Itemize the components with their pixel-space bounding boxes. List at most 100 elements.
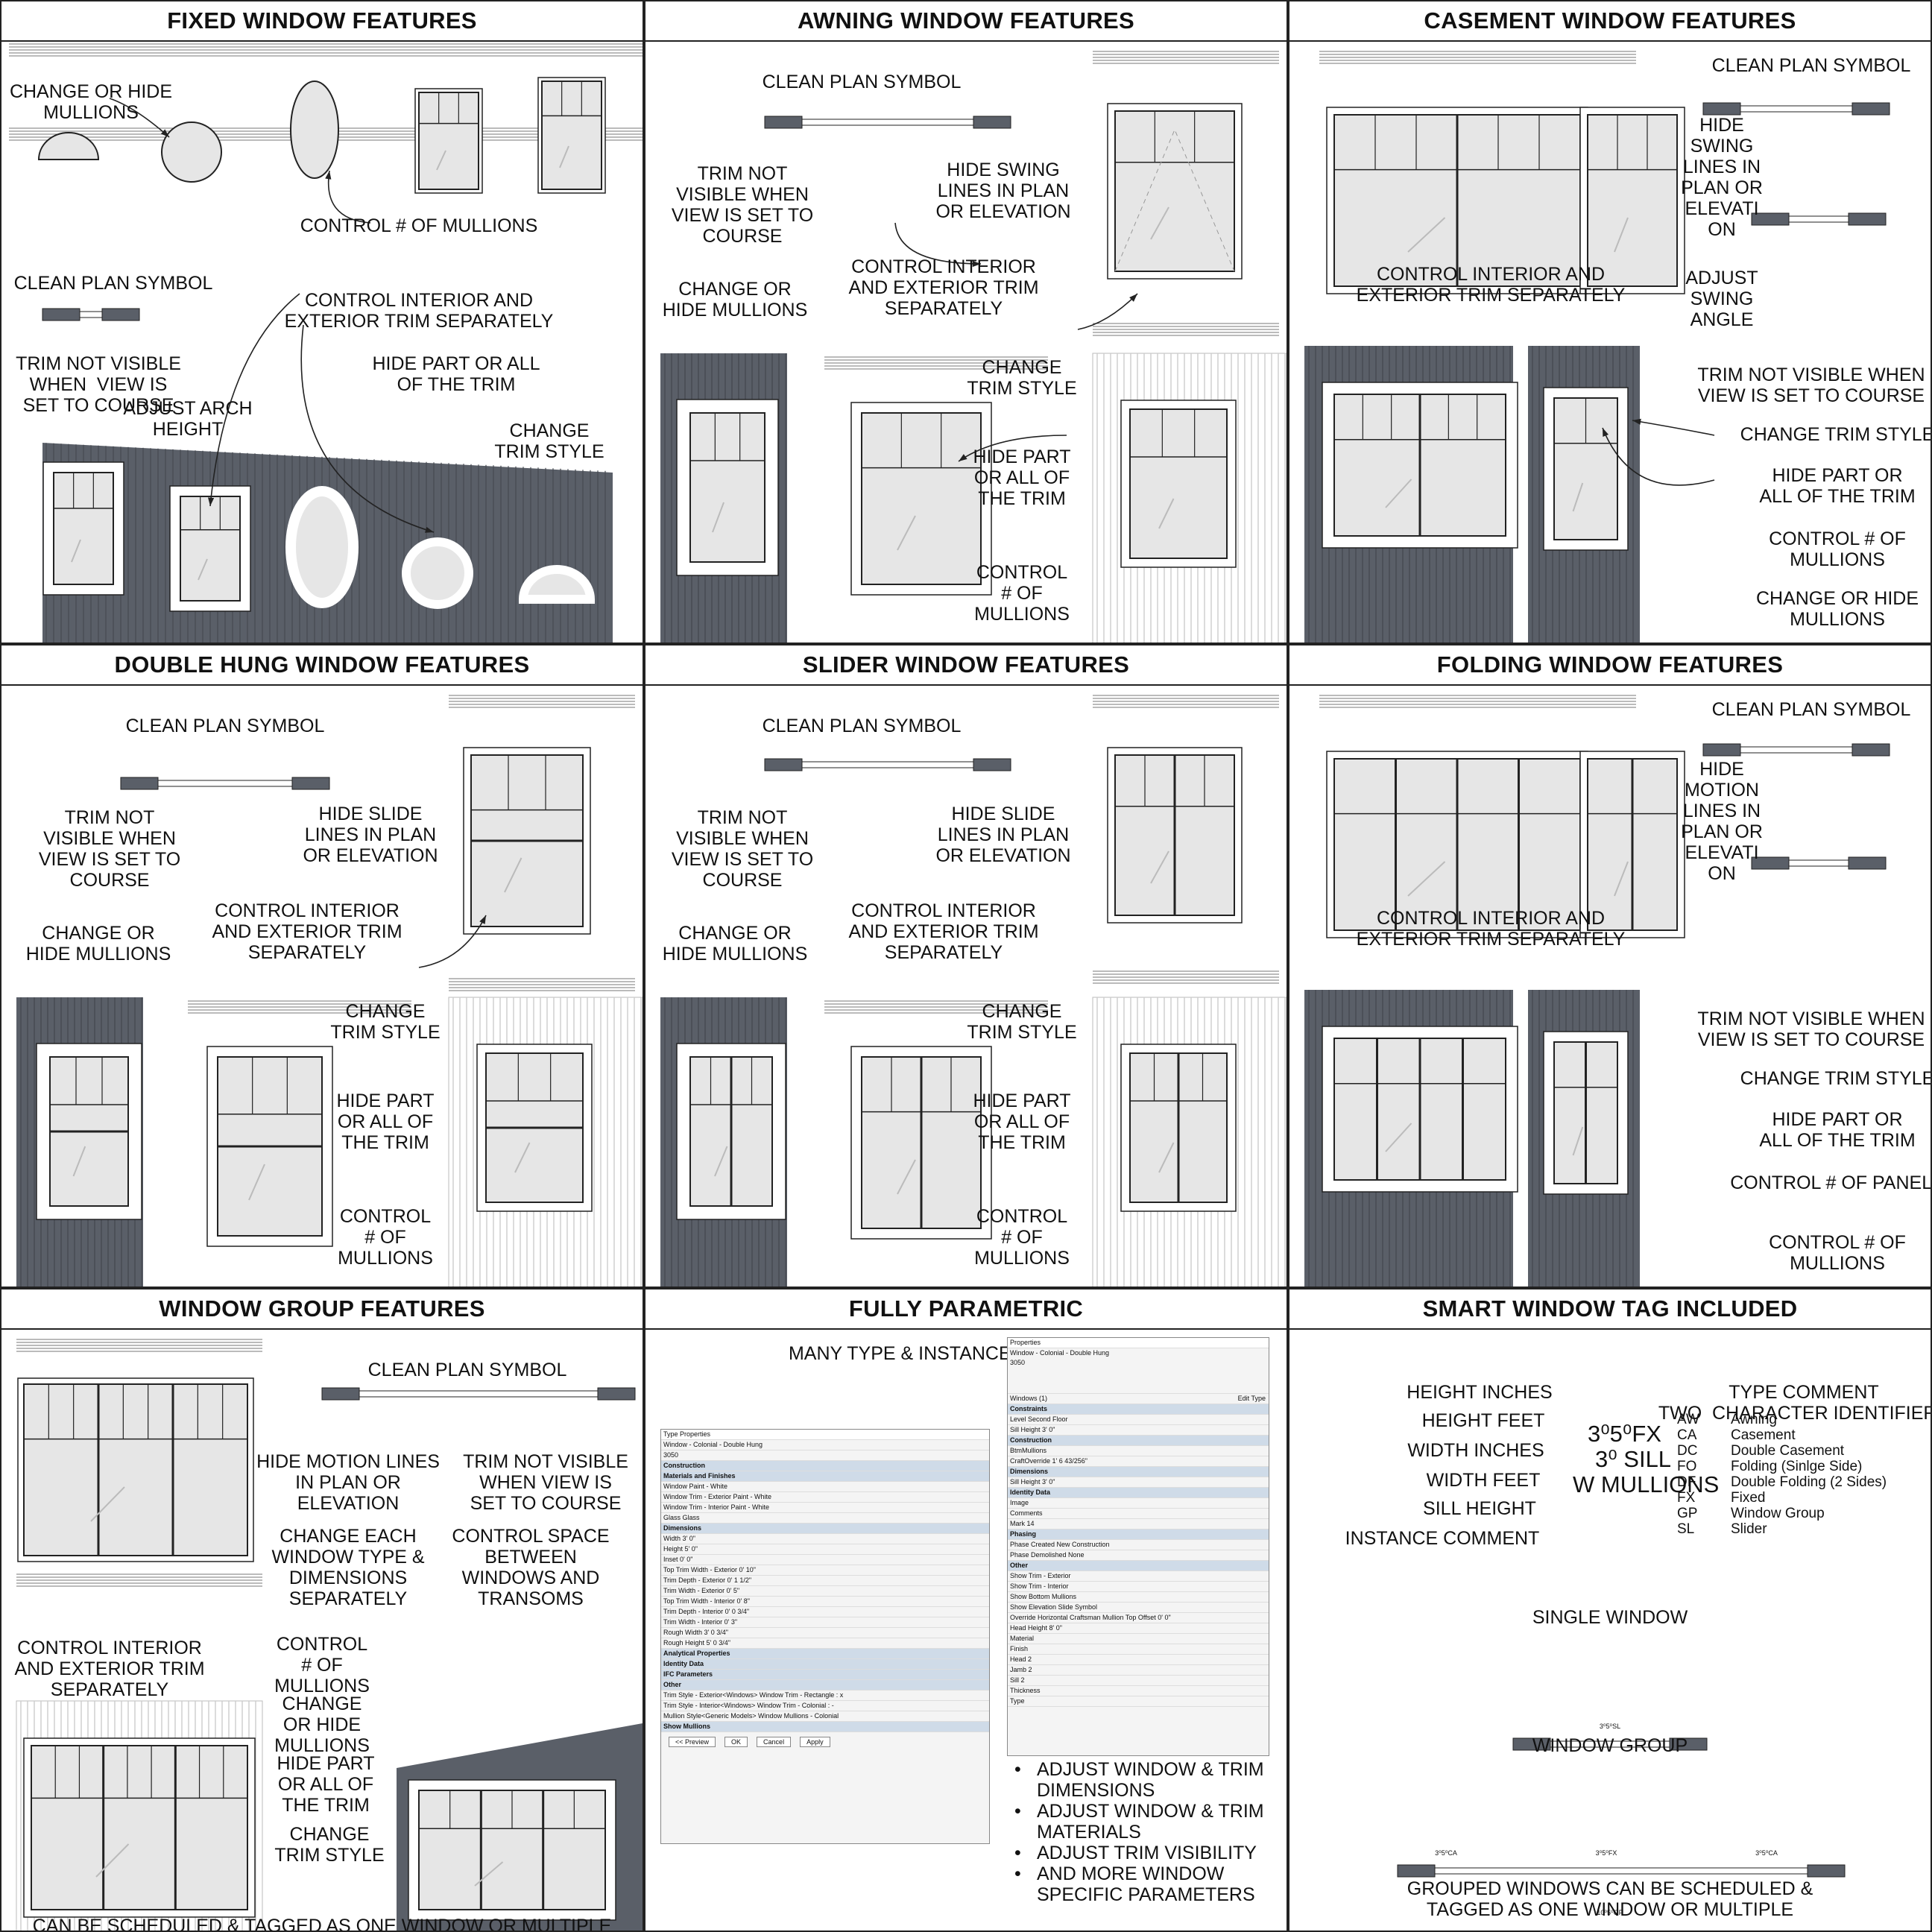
type-selector[interactable]: Window - Colonial - Double Hung 3050 — [1008, 1348, 1269, 1394]
callout-label: TRIM NOT VISIBLE WHEN VIEW IS SET TO COU… — [671, 163, 814, 247]
bullet-text: ADJUST WINDOW & TRIM DIMENSIONS — [1037, 1759, 1264, 1801]
param-row[interactable]: Inset 0' 0" — [661, 1555, 989, 1565]
callout-label: CLEAN PLAN SYMBOL — [1711, 55, 1911, 76]
panel-drawing — [16, 695, 643, 1287]
bullet-dot: • — [1014, 1863, 1021, 1884]
group-window-wall — [408, 1779, 616, 1921]
param-row[interactable]: Construction — [661, 1461, 989, 1471]
bullet-item: •AND MORE WINDOW SPECIFIC PARAMETERS — [1014, 1863, 1264, 1905]
leader-arrow — [300, 324, 435, 533]
leader-arrow — [894, 222, 982, 268]
dialog-button[interactable]: << Preview — [669, 1737, 716, 1747]
property-row[interactable]: Show Trim - Interior — [1008, 1582, 1269, 1592]
group-window-elev — [17, 1377, 254, 1562]
callout-label: HIDE SWING LINES IN PLAN OR ELEVATION — [935, 160, 1071, 222]
plan-symbol-1 — [1702, 743, 1890, 757]
param-row[interactable]: Window Trim - Exterior Paint - White — [661, 1492, 989, 1503]
property-row[interactable]: Finish — [1008, 1644, 1269, 1655]
callout-label: CONTROL # OF MULLIONS — [274, 1634, 370, 1696]
tag-line: W MULLIONS — [1573, 1471, 1720, 1497]
callout-label: CHANGE TRIM STYLE — [1740, 1068, 1932, 1089]
fixed-window-wall — [42, 461, 124, 596]
property-row[interactable]: Dimensions — [1008, 1467, 1269, 1477]
property-row[interactable]: Override Horizontal Craftsman Mullion To… — [1008, 1613, 1269, 1623]
property-row[interactable]: Other — [1008, 1561, 1269, 1571]
param-row[interactable]: Top Trim Width - Exterior 0' 10" — [661, 1565, 989, 1576]
param-row[interactable]: Trim Style - Interior<Windows> Window Tr… — [661, 1701, 989, 1711]
property-row[interactable]: Phase Demolished None — [1008, 1550, 1269, 1561]
property-row[interactable]: Construction — [1008, 1436, 1269, 1446]
awning-window-trim — [850, 402, 992, 596]
param-row[interactable]: Trim Depth - Exterior 0' 1 1/2" — [661, 1576, 989, 1586]
param-row[interactable]: Dimensions — [661, 1524, 989, 1534]
property-row[interactable]: Comments — [1008, 1509, 1269, 1519]
half-round-window — [37, 132, 100, 160]
param-row[interactable]: Height 5' 0" — [661, 1544, 989, 1555]
property-row[interactable]: Phase Created New Construction — [1008, 1540, 1269, 1550]
dialog-button[interactable]: OK — [724, 1737, 748, 1747]
param-row[interactable]: Analytical Properties — [661, 1649, 989, 1659]
panel-title: FULLY PARAMETRIC — [645, 1289, 1287, 1330]
plan-symbol-2 — [1751, 212, 1887, 226]
property-row[interactable]: Material — [1008, 1634, 1269, 1644]
callout-label: HIDE MOTION LINES IN PLAN OR ELEVATI ON — [1681, 759, 1763, 884]
param-row[interactable]: Rough Height 5' 0 3/4" — [661, 1638, 989, 1649]
param-row[interactable]: IFC Parameters — [661, 1670, 989, 1680]
param-row[interactable]: Window Trim - Interior Paint - White — [661, 1503, 989, 1513]
param-row[interactable]: Materials and Finishes — [661, 1471, 989, 1482]
property-row[interactable]: Show Trim - Exterior — [1008, 1571, 1269, 1582]
property-row[interactable]: Show Elevation Slide Symbol — [1008, 1603, 1269, 1613]
property-row[interactable]: Jamb 2 — [1008, 1665, 1269, 1676]
instance-filter[interactable]: Windows (1)Edit Type — [1008, 1394, 1269, 1404]
param-row[interactable]: Top Trim Width - Interior 0' 8" — [661, 1597, 989, 1607]
dialog-button[interactable]: Cancel — [757, 1737, 792, 1747]
family-field[interactable]: Window - Colonial - Double Hung — [661, 1440, 989, 1450]
property-row[interactable]: Mark 14 — [1008, 1519, 1269, 1530]
leader-arrow — [325, 170, 371, 224]
type-code: GP — [1677, 1506, 1698, 1521]
property-row[interactable]: Sill Height 3' 0" — [1008, 1477, 1269, 1488]
property-row[interactable]: Image — [1008, 1498, 1269, 1509]
leader-arrow — [1077, 293, 1138, 330]
param-row[interactable]: Show Mullions — [661, 1722, 989, 1732]
edit-type-button[interactable]: Edit Type — [1237, 1395, 1266, 1402]
param-row[interactable]: Trim Width - Interior 0' 3" — [661, 1617, 989, 1628]
callout-label: CONTROL INTERIOR AND EXTERIOR TRIM SEPAR… — [848, 256, 1039, 319]
callout-label: SILL HEIGHT — [1423, 1498, 1536, 1519]
panel-title: DOUBLE HUNG WINDOW FEATURES — [1, 645, 643, 686]
bullet-text: ADJUST TRIM VISIBILITY — [1037, 1843, 1257, 1863]
param-row[interactable]: Trim Depth - Interior 0' 0 3/4" — [661, 1607, 989, 1617]
property-row[interactable]: Sill Height 3' 0" — [1008, 1425, 1269, 1436]
param-row[interactable]: Trim Width - Exterior 0' 5" — [661, 1586, 989, 1597]
param-row[interactable]: Width 3' 0" — [661, 1534, 989, 1544]
param-row[interactable]: Mullion Style<Generic Models> Window Mul… — [661, 1711, 989, 1722]
param-row[interactable]: Trim Style - Exterior<Windows> Window Tr… — [661, 1690, 989, 1701]
dialog-button[interactable]: Apply — [800, 1737, 830, 1747]
property-row[interactable]: BtmMullions — [1008, 1446, 1269, 1456]
property-row[interactable]: CraftOverride 1' 6 43/256" — [1008, 1456, 1269, 1467]
property-row[interactable]: Level Second Floor — [1008, 1415, 1269, 1425]
property-row[interactable]: Head 2 — [1008, 1655, 1269, 1665]
property-row[interactable]: Sill 2 — [1008, 1676, 1269, 1686]
param-row[interactable]: Rough Width 3' 0 3/4" — [661, 1628, 989, 1638]
property-row[interactable]: Phasing — [1008, 1530, 1269, 1540]
type-field[interactable]: 3050 — [661, 1450, 989, 1461]
dialog-title: Type Properties — [661, 1430, 989, 1440]
param-row[interactable]: Glass Glass — [661, 1513, 989, 1524]
param-row[interactable]: Other — [661, 1680, 989, 1690]
property-row[interactable]: Thickness — [1008, 1686, 1269, 1696]
param-row[interactable]: Window Paint - White — [661, 1482, 989, 1492]
property-row[interactable]: Head Height 8' 0" — [1008, 1623, 1269, 1634]
callout-label: CHANGE OR HIDE MULLIONS — [662, 279, 808, 321]
property-row[interactable]: Identity Data — [1008, 1488, 1269, 1498]
property-row[interactable]: Constraints — [1008, 1404, 1269, 1415]
callout-label: HIDE PART OR ALL OF THE TRIM — [372, 353, 540, 395]
param-row[interactable]: Identity Data — [661, 1659, 989, 1670]
property-row[interactable]: Type — [1008, 1696, 1269, 1707]
property-row[interactable]: Show Bottom Mullions — [1008, 1592, 1269, 1603]
callout-label: CHANGE OR HIDE MULLIONS — [9, 81, 173, 123]
